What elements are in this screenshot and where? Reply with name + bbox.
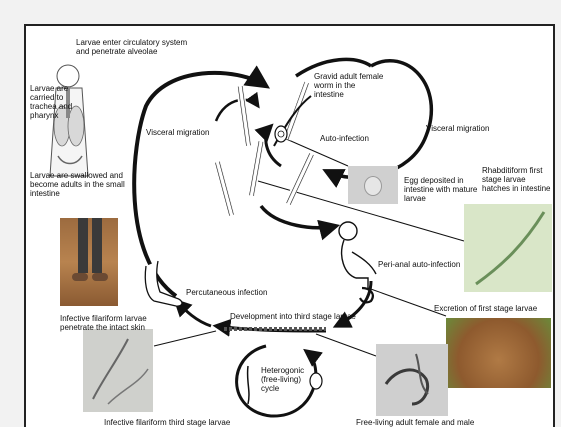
sitting-person-icon bbox=[339, 222, 376, 302]
human-body-icon bbox=[50, 65, 88, 176]
label-percutaneous: Percutaneous infection bbox=[186, 288, 267, 297]
label-infective-third: Infective filariform third stage larvae bbox=[104, 418, 230, 427]
microscope-larvae-photo bbox=[83, 329, 153, 412]
larva-photo bbox=[464, 204, 552, 292]
intestine-icon bbox=[214, 82, 314, 216]
egg-icon bbox=[275, 126, 287, 142]
visceral-arrow-left bbox=[216, 100, 258, 121]
label-larvae-enter: Larvae enter circulatory system and pene… bbox=[76, 38, 196, 56]
egg-photo bbox=[348, 166, 398, 204]
label-larvae-swallowed: Larvae are swallowed and become adults i… bbox=[30, 171, 140, 198]
label-heterogonic: Heterogonic (free-living) cycle bbox=[261, 366, 311, 393]
label-visceral-left: Visceral migration bbox=[146, 128, 209, 137]
label-rhabditiform: Rhabditiform first stage larvae hatches … bbox=[482, 166, 554, 193]
label-gravid-adult: Gravid adult female worm in the intestin… bbox=[314, 72, 384, 99]
label-excretion-first: Excretion of first stage larvae bbox=[434, 304, 537, 313]
label-peri-anal: Peri-anal auto-infection bbox=[378, 260, 460, 269]
diagram-frame: Larvae enter circulatory system and pene… bbox=[24, 24, 555, 427]
feet-photo bbox=[60, 218, 118, 306]
label-infective-penetrate: Infective filariform larvae penetrate th… bbox=[60, 314, 150, 332]
infective-third-pointer bbox=[154, 331, 216, 346]
label-visceral-right: Visceral migration bbox=[426, 124, 489, 133]
label-larvae-carried: Larvae are carried to trachea and pharyn… bbox=[30, 84, 82, 120]
free-living-pointer bbox=[316, 334, 376, 356]
free-living-adults-photo bbox=[376, 344, 448, 416]
label-egg-deposited: Egg deposited in intestine with mature l… bbox=[404, 176, 484, 203]
intestine-to-person-arrow bbox=[261, 206, 336, 228]
label-auto-infection: Auto-infection bbox=[320, 134, 369, 143]
soil-photo bbox=[446, 318, 551, 388]
label-free-living-adults: Free-living adult female and male bbox=[356, 418, 474, 427]
label-development-third: Development into third stage larvae bbox=[230, 312, 356, 321]
